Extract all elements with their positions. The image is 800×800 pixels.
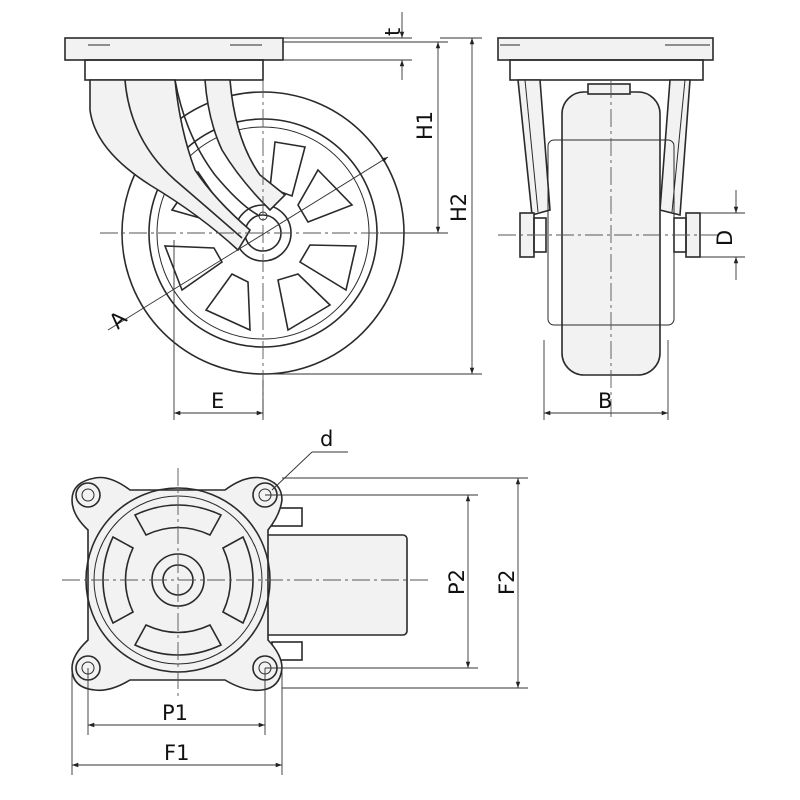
dimension-h1-label: H1 [413,111,437,140]
dimension-f2-label: F2 [495,570,519,595]
dimension-p2-label: P2 [445,569,469,595]
dimension-d-lower-label: d [320,427,333,451]
side-fork-arm [89,79,287,252]
dimension-e-label: E [211,389,224,413]
side-mount-block [84,59,264,81]
side-view [64,37,435,420]
dimension-f1-label: F1 [164,741,189,765]
side-view-dimensions: t H1 H2 A E [105,12,482,420]
top-base-plate [71,476,283,692]
top-wheel [261,534,408,636]
front-view-dimensions: D B [543,190,745,420]
front-view [497,37,718,420]
dimension-h2-label: H2 [447,193,471,222]
front-fork-leg-right [659,79,691,217]
top-plate-windows [102,504,254,656]
dimension-t-label: t [381,28,405,36]
top-view-dimensions: d P2 F2 P1 F1 [71,427,528,775]
dimension-d-upper-label: D [713,230,737,246]
front-swivel-bearing [587,83,631,95]
front-mount-block [509,59,704,81]
top-view [62,468,430,700]
dimension-p1-label: P1 [162,701,188,725]
front-fork-leg-left [517,79,551,217]
front-top-plate [497,37,714,61]
dimension-b-label: B [598,389,612,413]
bolt-hole-top-left [75,482,101,508]
side-top-plate [64,37,284,61]
